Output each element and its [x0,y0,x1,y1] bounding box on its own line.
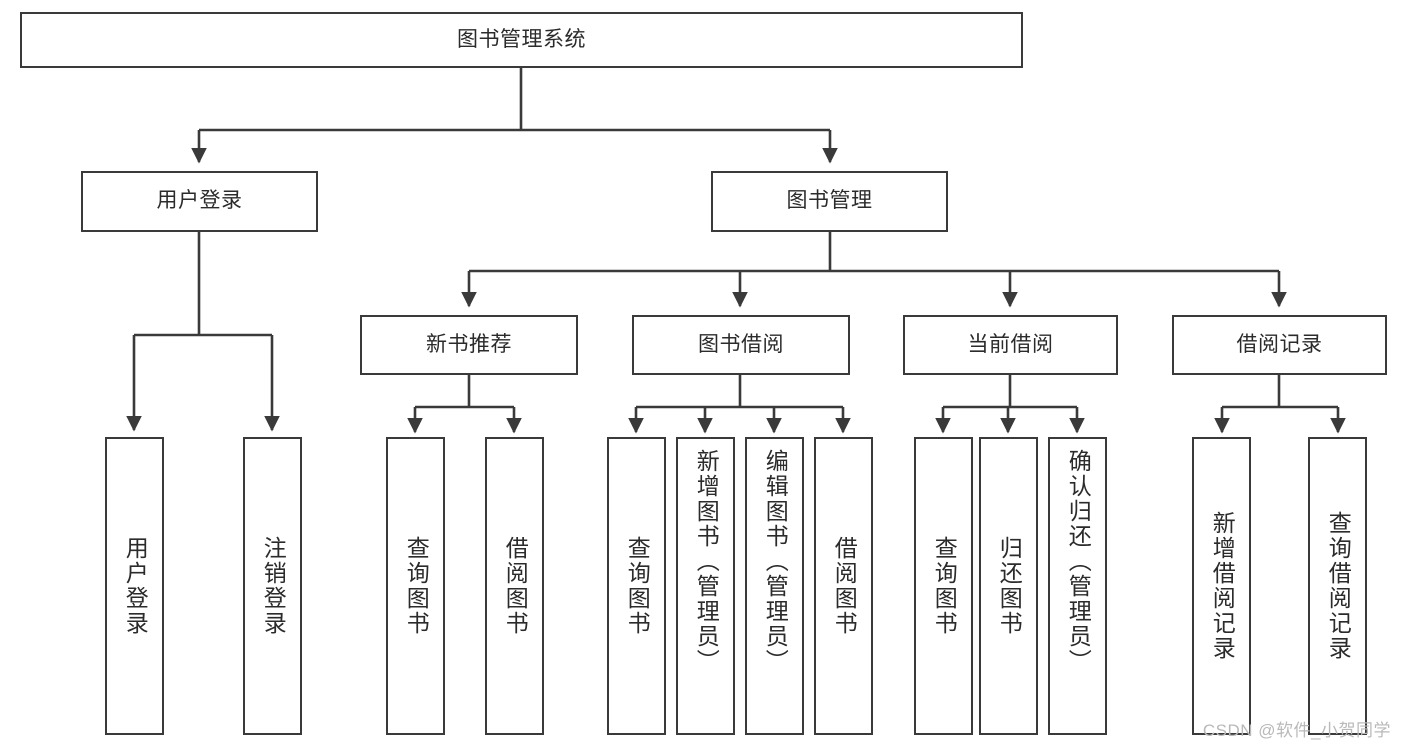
leaf-current-confirm-return-admin[interactable]: 确认归还（管理员） [1048,437,1107,735]
node-label: 查询图书 [624,536,651,636]
node-label: 图书借阅 [698,332,784,356]
leaf-record-query-record[interactable]: 查询借阅记录 [1308,437,1367,735]
leaf-borrow-add-book-admin[interactable]: 新增图书（管理员） [676,437,735,735]
leaf-current-query-book[interactable]: 查询图书 [914,437,973,735]
node-label: 归还图书 [996,536,1023,636]
node-label: 借阅图书 [502,536,529,636]
node-label: 编辑图书（管理员） [762,449,789,674]
leaf-borrow-edit-book-admin[interactable]: 编辑图书（管理员） [745,437,804,735]
node-label: 图书管理 [786,189,873,213]
leaf-borrow-query-book[interactable]: 查询图书 [607,437,666,735]
node-label: 用户登录 [122,536,149,636]
node-book-management[interactable]: 图书管理 [711,171,948,232]
node-user-login[interactable]: 用户登录 [81,171,318,232]
node-root-system[interactable]: 图书管理系统 [20,12,1023,68]
leaf-user-login-login[interactable]: 用户登录 [105,437,164,735]
node-label: 图书管理系统 [457,27,586,51]
leaf-current-return-book[interactable]: 归还图书 [979,437,1038,735]
node-label: 新书推荐 [426,332,512,356]
node-new-book-recommend[interactable]: 新书推荐 [360,315,578,375]
leaf-recommend-borrow-book[interactable]: 借阅图书 [485,437,544,735]
node-label: 注销登录 [260,536,287,636]
node-label: 新增借阅记录 [1209,511,1236,661]
node-label: 查询图书 [403,536,430,636]
node-label: 借阅记录 [1236,332,1323,356]
leaf-borrow-borrow-book[interactable]: 借阅图书 [814,437,873,735]
node-label: 当前借阅 [967,332,1054,356]
node-label: 新增图书（管理员） [693,449,720,674]
leaf-recommend-query-book[interactable]: 查询图书 [386,437,445,735]
node-label: 查询借阅记录 [1325,511,1352,661]
node-current-borrow[interactable]: 当前借阅 [903,315,1118,375]
leaf-user-login-logout[interactable]: 注销登录 [243,437,302,735]
node-label: 用户登录 [156,189,243,213]
leaf-record-add-record[interactable]: 新增借阅记录 [1192,437,1251,735]
node-label: 查询图书 [931,536,958,636]
node-book-borrow[interactable]: 图书借阅 [632,315,850,375]
node-label: 借阅图书 [831,536,858,636]
csdn-watermark: CSDN @软件_小贺同学 [1202,721,1391,740]
node-borrow-record[interactable]: 借阅记录 [1172,315,1387,375]
node-label: 确认归还（管理员） [1065,449,1092,674]
